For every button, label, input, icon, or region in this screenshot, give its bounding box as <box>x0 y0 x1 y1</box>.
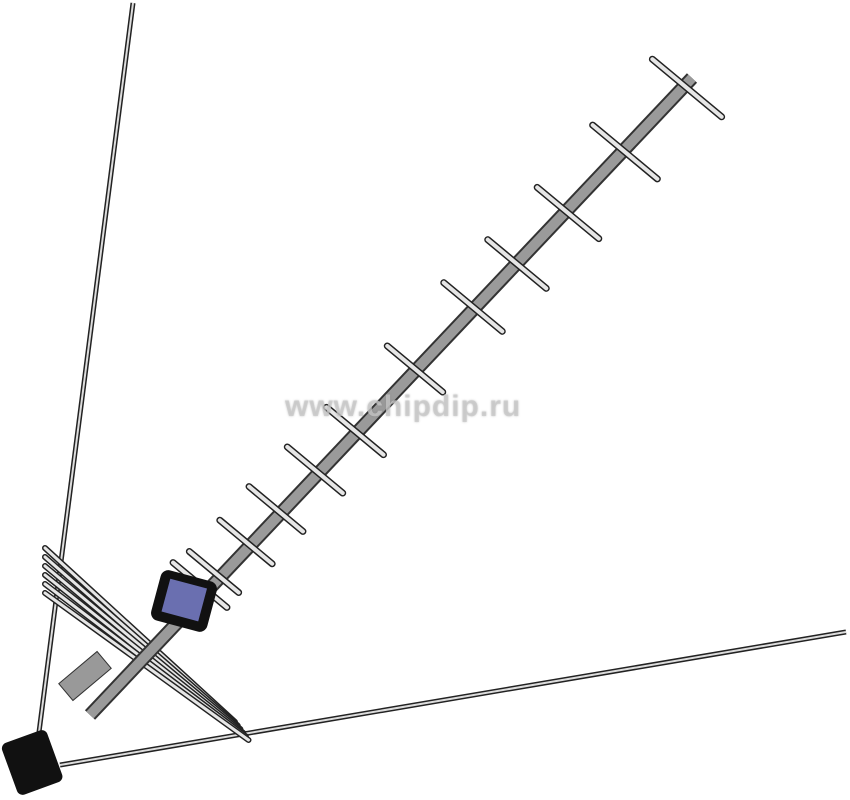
amplifier-label <box>161 578 208 622</box>
director-element <box>245 483 307 535</box>
bottom-rod <box>59 629 847 768</box>
left-mast-rod <box>35 2 136 741</box>
director-element <box>589 121 661 183</box>
director-element <box>383 342 447 396</box>
director-element <box>484 236 550 292</box>
reflector-rod <box>42 590 252 743</box>
director-element <box>323 403 387 459</box>
director-element <box>648 55 726 121</box>
director-element <box>185 548 243 596</box>
director-element <box>283 443 347 497</box>
mount-bracket <box>1 650 112 795</box>
director-element <box>216 516 276 568</box>
watermark: www.chipdip.ru <box>285 390 522 423</box>
director-element <box>440 279 506 335</box>
director-element <box>533 183 603 243</box>
amplifier-housing <box>151 570 217 632</box>
director-elements <box>169 55 726 611</box>
